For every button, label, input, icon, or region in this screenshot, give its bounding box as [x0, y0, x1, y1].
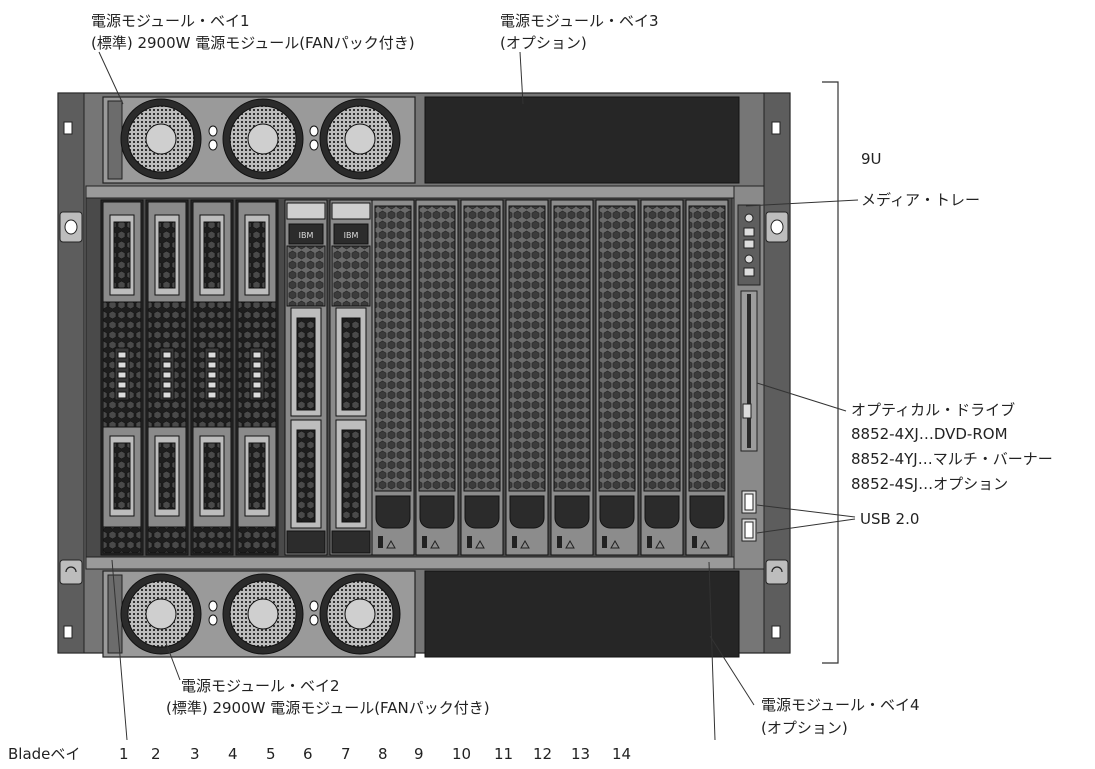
- filler-blades-7-14: [371, 199, 729, 556]
- server-blade-3: [190, 199, 234, 556]
- filler-blade-11: [550, 199, 594, 556]
- blade-bay-number-12: 12: [533, 745, 553, 763]
- blade-logo: IBM: [344, 231, 359, 240]
- psu-bay3-desc: (オプション): [500, 34, 587, 52]
- blade-bay-number-6: 6: [303, 745, 313, 763]
- blade-bay-number-8: 8: [378, 745, 388, 763]
- blade-bay-number-4: 4: [228, 745, 238, 763]
- filler-blade-10: [505, 199, 549, 556]
- power-module-bay-4: [424, 570, 740, 658]
- server-blade-5: IBM: [284, 199, 328, 556]
- blade-bay-number-1: 1: [119, 745, 129, 763]
- server-blade-1: [100, 199, 144, 556]
- server-blades-5-6: IBM IBM: [284, 199, 373, 556]
- blade-bay-number-11: 11: [494, 745, 514, 763]
- server-blade-2: [145, 199, 189, 556]
- filler-blade-7: [371, 199, 415, 556]
- filler-blade-8: [415, 199, 459, 556]
- server-blade-6: IBM: [329, 199, 373, 556]
- filler-blade-9: [460, 199, 504, 556]
- psu-bay1-label: 電源モジュール・ベイ1: [91, 12, 250, 30]
- blade-logo: IBM: [299, 231, 314, 240]
- blade-bay-number-13: 13: [571, 745, 591, 763]
- blade-bay-prefix: Bladeベイ: [8, 745, 81, 763]
- psu-bay3-label: 電源モジュール・ベイ3: [500, 12, 659, 30]
- server-blades-1-4: [100, 199, 279, 556]
- blade-bay-number-14: 14: [612, 745, 632, 763]
- optical-option-3: 8852-4SJ…オプション: [851, 475, 1009, 493]
- media-tray: [733, 185, 765, 570]
- usb-label: USB 2.0: [860, 510, 920, 528]
- height-bracket: [822, 81, 839, 664]
- filler-blade-14: [685, 199, 729, 556]
- power-module-bay-2: [102, 570, 416, 658]
- media-tray-label: メディア・トレー: [861, 191, 980, 209]
- blade-bay-number-5: 5: [266, 745, 276, 763]
- psu-bay2-desc: (標準) 2900W 電源モジュール(FANパック付き): [166, 699, 490, 717]
- blade-bay-number-10: 10: [452, 745, 472, 763]
- optical-option-1: 8852-4XJ…DVD-ROM: [851, 425, 1008, 443]
- filler-blade-13: [640, 199, 684, 556]
- optical-option-2: 8852-4YJ…マルチ・バーナー: [851, 450, 1053, 468]
- leader-lines: [98, 51, 859, 741]
- filler-blade-12: [595, 199, 639, 556]
- blade-bay-number-9: 9: [414, 745, 424, 763]
- blade-bay-number-2: 2: [151, 745, 161, 763]
- server-blade-4: [235, 199, 279, 556]
- psu-bay1-desc: (標準) 2900W 電源モジュール(FANパック付き): [91, 34, 415, 52]
- blade-bay-number-7: 7: [341, 745, 351, 763]
- psu-bay4-desc: (オプション): [761, 719, 848, 737]
- blade-bay-number-3: 3: [190, 745, 200, 763]
- psu-bay4-label: 電源モジュール・ベイ4: [761, 696, 920, 714]
- psu-bay2-label: 電源モジュール・ベイ2: [181, 677, 340, 695]
- power-module-bay-3: [424, 96, 740, 184]
- height-label: 9U: [861, 150, 882, 168]
- power-module-bay-1: [102, 96, 416, 184]
- optical-drive-label: オプティカル・ドライブ: [851, 401, 1016, 419]
